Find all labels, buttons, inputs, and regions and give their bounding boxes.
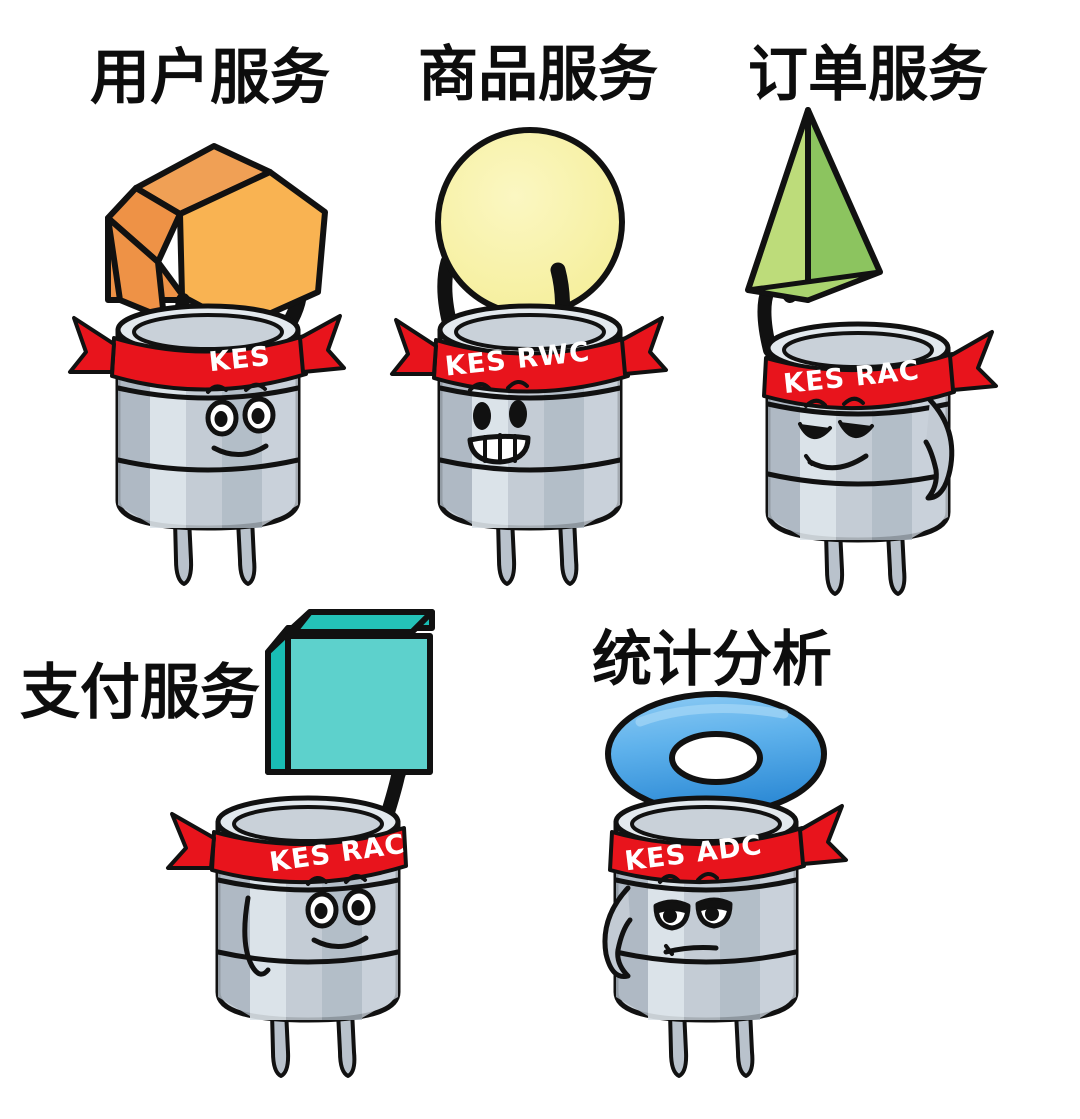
banner-product-service: KES RWC [390,316,668,394]
legs-payment-service [270,1008,357,1078]
body-product-service [437,303,623,531]
legs-statistics-analysis [668,1008,755,1078]
title-payment-service: 支付服务 [20,658,260,728]
banner-payment-service: KES RAC [166,812,408,885]
face-payment-service [305,874,376,949]
character-statistics-analysis[interactable]: 统计分析 [592,625,848,1078]
legs-order-service [824,528,907,596]
legs-user-service [173,516,257,586]
title-order-service: 订单服务 [748,40,988,110]
arm-hanging-payment-service [242,895,271,977]
legs-product-service [496,516,579,586]
shape-sphere [435,127,625,317]
face-statistics-analysis [653,872,733,956]
banner-statistics-analysis: KES ADC [608,804,848,885]
arm-hip-statistics [602,885,633,980]
shape-hexagonal-prism [105,143,328,330]
character-payment-service[interactable]: 支付服务 [20,609,435,1078]
character-product-service[interactable]: 商品服务 [390,40,668,586]
face-user-service [205,382,276,457]
shape-cube [265,609,435,775]
shape-torus [605,691,827,817]
title-user-service: 用户服务 [90,43,330,113]
character-order-service[interactable]: 订单服务 [745,40,998,596]
face-product-service [467,380,531,465]
arm-hip-order-service [923,397,955,501]
banner-label-user-service: KES [207,341,272,378]
shape-pyramid [745,107,883,303]
banner-order-service: KES RAC [762,330,998,410]
banner-user-service: KES [68,314,346,392]
face-order-service [798,396,874,471]
title-statistics-analysis: 统计分析 [592,625,832,695]
character-user-service[interactable]: 用户服务 [68,43,346,586]
title-product-service: 商品服务 [418,40,658,110]
